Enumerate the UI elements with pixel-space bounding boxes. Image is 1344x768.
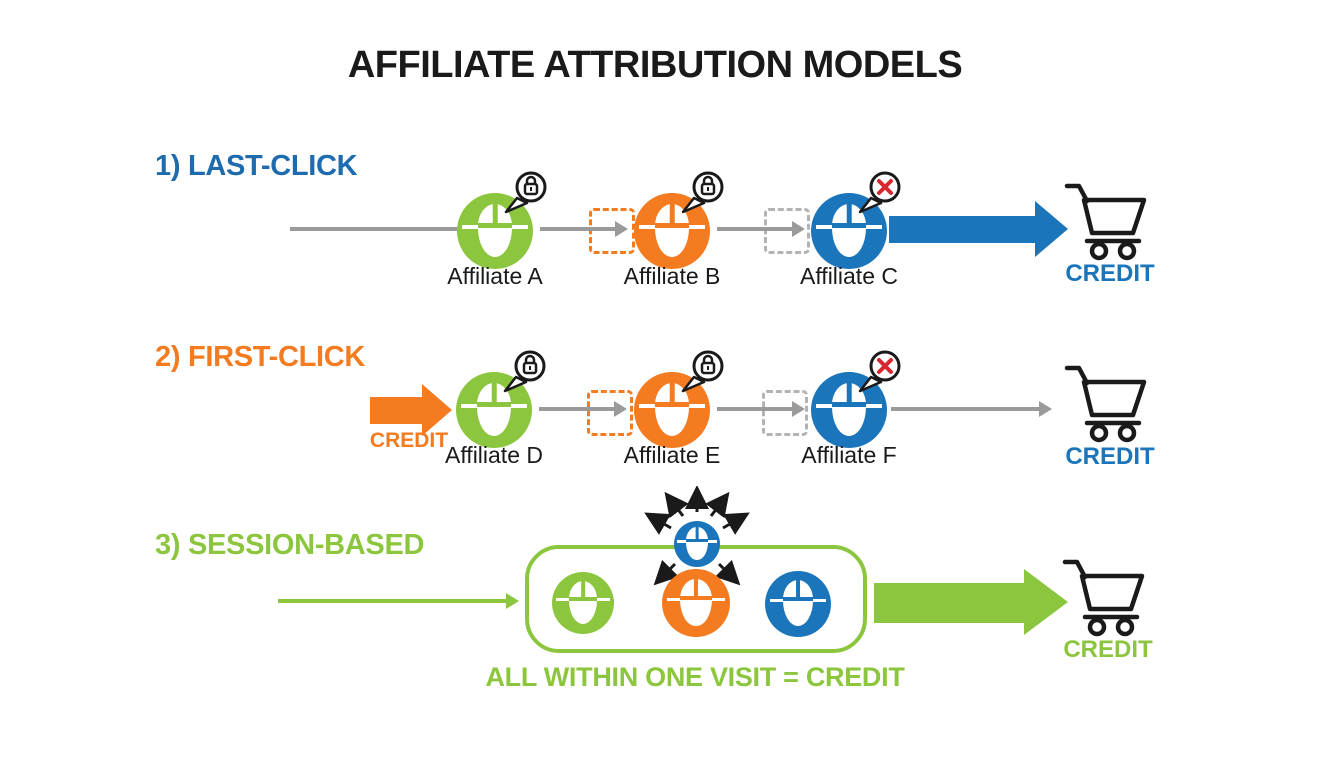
- credit-arrowhead-orange: [422, 384, 452, 436]
- credit-arrow-orange: [370, 397, 422, 424]
- shopping-cart-icon: [1058, 180, 1152, 262]
- speech-bubble-lock-icon: [681, 350, 724, 393]
- speech-bubble-lock-icon: [503, 350, 546, 393]
- arrowhead-icon: [792, 221, 805, 237]
- session-caption: ALL WITHIN ONE VISIT = CREDIT: [485, 662, 905, 692]
- credit-arrowhead-green: [1024, 569, 1068, 635]
- shopping-cart-icon: [1056, 556, 1150, 638]
- session-top-click-node: [674, 521, 720, 567]
- arrowhead-icon: [614, 401, 627, 417]
- credit-start-label: CREDIT: [369, 429, 449, 452]
- session-click-node-orange: [662, 569, 730, 637]
- credit-label: CREDIT: [1065, 443, 1155, 470]
- session-burst-arrows-icon: [644, 486, 750, 586]
- credit-label: CREDIT: [1065, 260, 1155, 287]
- affiliate-a-node: Affiliate A: [447, 171, 547, 289]
- arrow-into-session-box: [278, 599, 506, 603]
- affiliate-label: Affiliate E: [623, 442, 721, 468]
- affiliate-label: Affiliate C: [799, 263, 898, 289]
- mouse-click-icon: [457, 193, 533, 269]
- arrowhead-icon: [615, 221, 628, 237]
- arrow-e-to-f: [717, 407, 793, 411]
- affiliate-label: Affiliate D: [444, 442, 543, 468]
- credit-arrow-green: [874, 583, 1024, 623]
- arrowhead-icon: [506, 593, 519, 609]
- speech-bubble-x-icon: [858, 171, 901, 214]
- dashed-step-box-orange: [589, 208, 635, 254]
- model-heading-last-click: 1) LAST-CLICK: [155, 150, 358, 182]
- model-heading-session-based: 3) SESSION-BASED: [155, 529, 425, 561]
- arrow-d-to-e: [539, 407, 615, 411]
- affiliate-label: Affiliate B: [623, 263, 721, 289]
- affiliate-label: Affiliate F: [801, 442, 897, 468]
- flow-line: [290, 227, 458, 231]
- dashed-step-box-orange: [587, 390, 633, 436]
- speech-bubble-x-icon: [858, 350, 901, 393]
- session-click-node-blue: [765, 571, 831, 637]
- mouse-click-icon: [674, 521, 720, 567]
- arrowhead-icon: [792, 401, 805, 417]
- affiliate-d-node: Affiliate D: [445, 350, 546, 468]
- credit-label: CREDIT: [1063, 636, 1153, 663]
- credit-arrow-blue: [889, 216, 1035, 243]
- arrow-b-to-c: [717, 227, 793, 231]
- speech-bubble-lock-icon: [681, 171, 724, 214]
- dashed-step-box-gray: [764, 208, 810, 254]
- arrow-f-to-cart: [891, 407, 1039, 411]
- model-heading-first-click: 2) FIRST-CLICK: [155, 341, 366, 373]
- affiliate-b-node: Affiliate B: [624, 171, 724, 289]
- mouse-click-icon: [765, 571, 831, 637]
- speech-bubble-lock-icon: [504, 171, 547, 214]
- session-click-node-green: [552, 572, 614, 634]
- mouse-click-icon: [662, 569, 730, 637]
- shopping-cart-icon: [1058, 362, 1152, 444]
- page-title: AFFILIATE ATTRIBUTION MODELS: [347, 44, 963, 86]
- affiliate-f-node: Affiliate F: [801, 350, 901, 468]
- affiliate-label: Affiliate A: [447, 263, 543, 289]
- affiliate-c-node: Affiliate C: [800, 171, 901, 289]
- dashed-step-box-gray: [762, 390, 808, 436]
- arrowhead-icon: [1039, 401, 1052, 417]
- arrow-a-to-b: [540, 227, 616, 231]
- mouse-click-icon: [552, 572, 614, 634]
- credit-arrowhead-blue: [1035, 201, 1068, 257]
- affiliate-e-node: Affiliate E: [624, 350, 724, 468]
